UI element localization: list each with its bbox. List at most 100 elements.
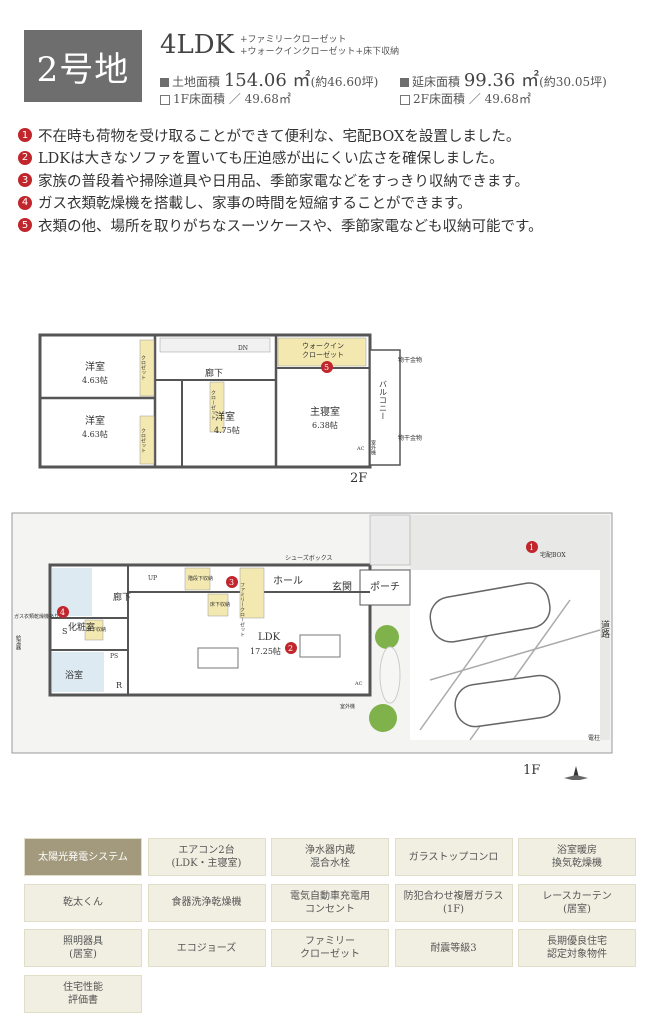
feature-text: ガス衣類乾燥機を搭載し、家事の時間を短縮することができます。 <box>38 196 472 213</box>
underfloor-2-label: 床下収納 <box>86 626 106 633</box>
family-closet-label: ファミリークローゼット <box>239 582 245 637</box>
feature-item: 4 ガス衣類乾燥機を搭載し、家事の時間を短縮することができます。 <box>18 192 648 215</box>
equipment-label: エコジョーズ <box>176 942 237 954</box>
car-1 <box>429 582 551 643</box>
family-closet <box>239 567 265 619</box>
plan-type: 4LDK <box>160 30 235 60</box>
equipment-item: エアコン2台(LDK・主寝室) <box>147 838 266 876</box>
closet-a <box>139 339 155 397</box>
equipment-label: 太陽光発電システム <box>38 851 128 863</box>
equipment-item: レースカーテン(居室) <box>518 883 636 922</box>
room3-size: 4.75帖 <box>214 425 240 435</box>
balcony-label: バルコニー <box>379 380 388 420</box>
svg-text:4: 4 <box>60 608 65 617</box>
equipment-label: 防犯合わせ複層ガラス(1F) <box>403 890 504 915</box>
bath-area <box>52 652 104 692</box>
floorplan-2f: 洋室 4.63帖 洋室 4.63帖 洋室 4.75帖 主寝室 6.38帖 廊下 … <box>38 333 422 486</box>
room3-label: 洋室 <box>215 410 235 423</box>
floor-area: 延床面積 99.36 ㎡(約30.05坪) <box>400 66 607 92</box>
porch <box>359 569 411 606</box>
equipment-label: 電気自動車充電用コンセント <box>290 890 370 915</box>
master-size: 6.38帖 <box>312 420 338 430</box>
2f-label: 2F <box>350 471 367 486</box>
balcony <box>369 349 401 466</box>
equipment-item: 耐震等級3 <box>394 929 513 967</box>
up-label: UP <box>148 575 157 582</box>
1f-hall-label: ホール <box>273 575 303 587</box>
equipment-label: 浴室暖房換気乾燥機 <box>552 845 602 869</box>
lot-number: 2号地 <box>36 49 130 90</box>
equipment-label: 照明器具(居室) <box>63 936 103 960</box>
porch-label: ポーチ <box>370 581 400 593</box>
floor-area-value: 99.36 ㎡ <box>463 70 540 91</box>
room2-label: 洋室 <box>85 414 105 427</box>
walkin-closet <box>277 337 367 367</box>
floorplan-1f: LDK 17.25帖 ホール 玄関 ポーチ 廊下 UP 化粧室 浴室 シューズボ… <box>11 512 613 780</box>
lot-badge: 2号地 <box>24 30 142 102</box>
equipment-label: 食器洗浄乾燥機 <box>171 897 242 908</box>
ps-label: PS <box>110 653 118 660</box>
room2-size: 4.63帖 <box>82 429 108 439</box>
equipment-item: 長期優良住宅認定対象物件 <box>518 929 636 967</box>
1f-corridor-label: 廊下 <box>113 591 131 603</box>
stair-storage-label: 階段下収納 <box>188 575 213 582</box>
feature-text: LDKは大きなソファを置いても圧迫感が出にくい広さを確保しました。 <box>38 151 504 168</box>
marker-4 <box>57 606 69 618</box>
number-badge: 1 <box>18 128 32 143</box>
tree-2 <box>369 704 397 732</box>
filled-square-icon <box>160 78 169 87</box>
empty-square-icon <box>400 94 410 105</box>
closet-a-label: クロゼット <box>140 355 146 380</box>
extras-line-1: +ファミリークローゼット <box>240 35 347 45</box>
1f-ac-label: AC <box>354 681 363 687</box>
compass-icon <box>564 766 588 780</box>
hanger-2-label: 物干金物 <box>398 434 422 442</box>
number-badge: 3 <box>18 173 32 188</box>
feature-text: 衣類の他、場所を取りがちなスーツケースや、季節家電なども収納可能です。 <box>38 218 543 235</box>
equipment-label: ファミリークローゼット <box>300 936 360 960</box>
stair-storage <box>184 567 211 591</box>
entrance-label: 玄関 <box>332 580 352 593</box>
number-badge: 5 <box>18 218 32 233</box>
equipment-item: 浄水器内蔵混合水栓 <box>271 838 389 876</box>
bath-label: 浴室 <box>65 669 83 681</box>
equipment-label: 耐震等級3 <box>430 942 477 954</box>
equipment-label: 長期優良住宅認定対象物件 <box>547 936 607 960</box>
gas-dryer-label: ガス衣類乾燥機あり <box>14 613 59 620</box>
road-label: 道路 <box>599 619 610 639</box>
r-label: R <box>116 681 123 690</box>
empty-square-icon <box>160 94 170 105</box>
equipment-label: エアコン2台(LDK・主寝室) <box>171 845 242 869</box>
feature-item: 5 衣類の他、場所を取りがちなスーツケースや、季節家電なども収納可能です。 <box>18 214 648 237</box>
master-label: 主寝室 <box>310 405 340 418</box>
floor-area-tsubo: (約30.05坪) <box>539 75 607 89</box>
land-area: 土地面積 154.06 ㎡(約46.60坪) <box>160 66 378 92</box>
svg-text:1: 1 <box>529 543 534 552</box>
approach <box>369 514 411 566</box>
walkin-label-2: クローゼット <box>302 350 344 359</box>
equipment-item: 照明器具(居室) <box>24 929 142 967</box>
extras-line-2: +ウォークインクローゼット+床下収納 <box>240 47 400 57</box>
land-area-label: 土地面積 <box>172 75 221 89</box>
1f-outdoor-label: 室外機 <box>340 703 355 710</box>
1f-label: 1F <box>523 763 540 778</box>
number-badge: 4 <box>18 195 32 210</box>
equipment-item: 電気自動車充電用コンセント <box>271 883 389 922</box>
closet-c <box>209 381 225 433</box>
equipment-label: レースカーテン(居室) <box>542 890 612 915</box>
equipment-item: 防犯合わせ複層ガラス(1F) <box>394 883 513 922</box>
pole-label: 電柱 <box>588 734 600 742</box>
2f-hall-label: 廊下 <box>205 367 223 379</box>
svg-text:2: 2 <box>288 644 293 653</box>
shoebox-label: シューズボックス <box>285 554 333 562</box>
2f-outdoor-label: 室外機 <box>370 439 376 456</box>
plan-extras: +ファミリークローゼット +ウォークインクローゼット+床下収納 <box>240 34 399 58</box>
equipment-label: 乾太くん <box>63 897 103 908</box>
equipment-label: ガラストップコンロ <box>408 851 499 863</box>
room1-label: 洋室 <box>85 360 105 373</box>
sofa-table <box>299 634 341 658</box>
underfloor-storage <box>207 593 229 617</box>
